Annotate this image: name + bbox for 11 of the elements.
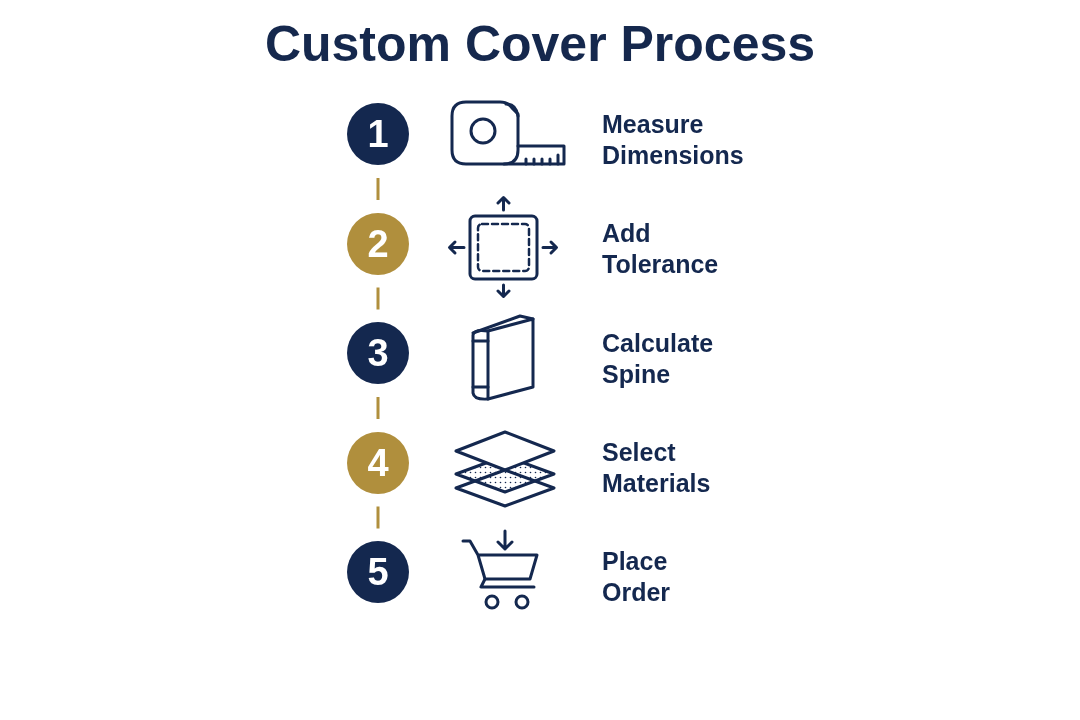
step-label: Calculate Spine [602,328,714,390]
step-label: Select Materials [602,437,711,499]
title: Custom Cover Process [263,15,817,74]
step-number: 4 [367,444,389,482]
step-number: 5 [367,553,389,591]
step-label: Add Tolerance [602,218,719,280]
step-number: 3 [367,334,389,372]
step-label: Measure Dimensions [602,109,744,171]
step-number: 1 [367,115,389,153]
step-number: 2 [367,225,389,263]
step-label: Place Order [602,546,671,608]
